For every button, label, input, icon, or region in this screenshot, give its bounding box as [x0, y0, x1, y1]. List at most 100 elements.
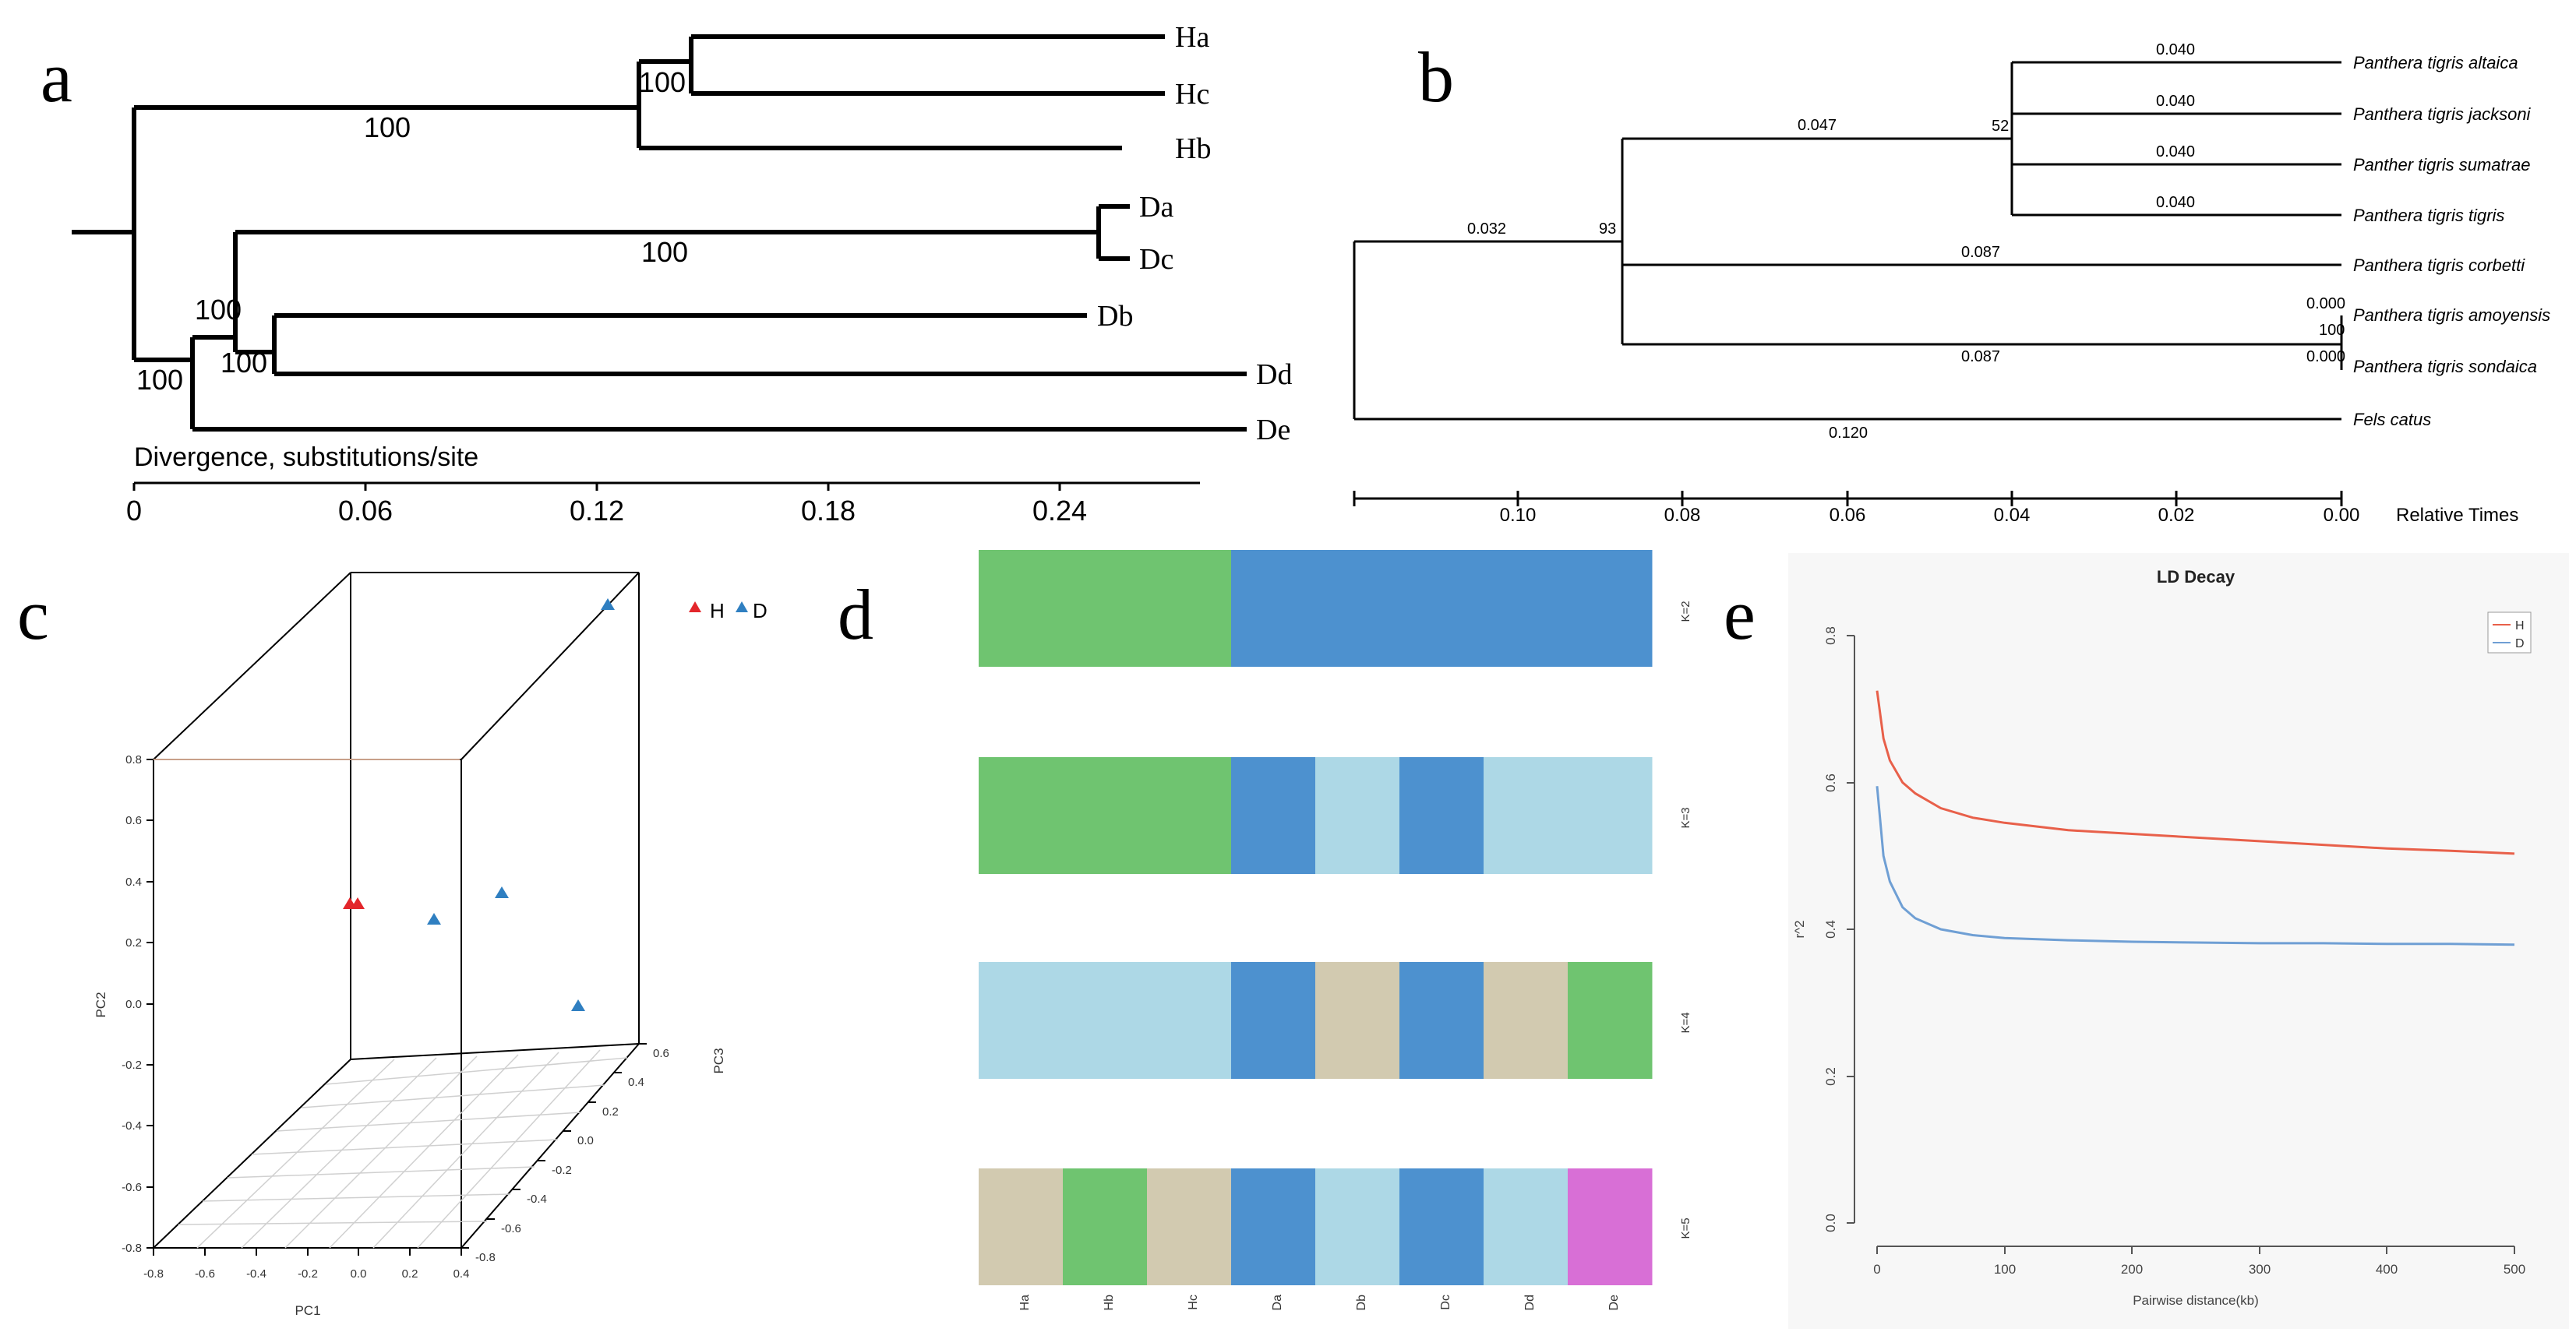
- k-label: K=2: [1679, 601, 1692, 622]
- ld-y-axis: [1847, 635, 1855, 1224]
- pca-y-label: PC2: [94, 992, 108, 1017]
- tick-label: 0.0: [351, 1267, 367, 1281]
- tick-label: 0.00: [2324, 505, 2360, 526]
- tick-label: -0.4: [246, 1267, 266, 1281]
- tick-label: 0.10: [1500, 505, 1537, 526]
- tick-label: 0.0: [577, 1134, 594, 1147]
- tip-label: Hc: [1175, 78, 1209, 111]
- admixture-segment: [1063, 962, 1148, 1079]
- admixture-bars: [979, 550, 1653, 1285]
- tree-b-branch-labels: 0.040 0.040 0.040 0.040 0.047 0.087 0.00…: [1467, 41, 2345, 442]
- admixture-segment: [1147, 962, 1232, 1079]
- tick-label: 0.4: [125, 876, 142, 889]
- ld-series-line-d: [1876, 786, 2515, 946]
- tick-label: -0.6: [195, 1267, 215, 1281]
- admixture-segment: [979, 757, 1064, 874]
- tick-label: 0.2: [602, 1105, 619, 1119]
- tip-label: Panthera tigris corbetti: [2353, 255, 2525, 275]
- tick-label: -0.8: [122, 1242, 142, 1255]
- tick-label: -0.2: [122, 1059, 142, 1072]
- tick-label: 0.0: [1823, 1214, 1838, 1232]
- ld-y-label: r^2: [1792, 920, 1807, 938]
- bootstrap-label: 100: [641, 236, 688, 268]
- tick-label: 200: [2121, 1262, 2143, 1277]
- pca-point-d: [601, 598, 615, 610]
- tick-label: 0.2: [125, 936, 142, 950]
- tip-label: Db: [1097, 300, 1133, 333]
- axis-a: 0 0.06 0.12 0.18 0.24: [126, 481, 1200, 527]
- axis-title-b: Relative Times: [2396, 505, 2518, 526]
- k-label: K=3: [1679, 807, 1692, 828]
- branch-label: 0.120: [1829, 425, 1868, 442]
- tick-label: 0.18: [801, 495, 856, 527]
- tip-label: Panthera tigris jacksoni: [2353, 104, 2532, 124]
- admixture-segment: [1147, 757, 1232, 874]
- axis-title-a: Divergence, substitutions/site: [134, 442, 478, 472]
- pca-legend: H D: [689, 599, 768, 622]
- sample-label: Db: [1355, 1295, 1368, 1311]
- ld-title: LD Decay: [2157, 567, 2235, 587]
- admixture-segment: [1231, 962, 1316, 1079]
- sample-label: Hc: [1187, 1295, 1200, 1310]
- bootstrap-label: 100: [195, 294, 242, 326]
- admixture-segment: [1484, 1168, 1569, 1285]
- panel-d: d K=2 K=3 K=4 K=5 Ha Hb Hc Da Db Dc Dd D…: [838, 550, 1692, 1310]
- pca-point-d: [427, 913, 441, 925]
- tree-a-bootstrap-labels: 100 100 100 100 100 100: [136, 66, 688, 396]
- admixture-segment: [1484, 757, 1569, 874]
- admixture-segment: [979, 1168, 1064, 1285]
- admixture-segment: [1399, 757, 1484, 874]
- tick-label: 0.02: [2158, 505, 2195, 526]
- pca-point-h: [351, 897, 365, 909]
- tree-a-branches: [72, 34, 1247, 432]
- tick-label: 0.08: [1664, 505, 1701, 526]
- pca-point-d: [571, 999, 585, 1011]
- tip-label: Ha: [1175, 21, 1209, 54]
- admixture-segment: [1231, 550, 1316, 667]
- ld-y-tick-labels: 0.0 0.2 0.4 0.6 0.8: [1823, 626, 1838, 1232]
- admixture-k-labels: K=2 K=3 K=4 K=5: [1679, 601, 1692, 1239]
- tick-label: -0.2: [298, 1267, 318, 1281]
- sample-label: De: [1607, 1295, 1621, 1311]
- pca-points: [343, 598, 615, 1011]
- sample-label: Hb: [1103, 1295, 1116, 1311]
- tick-label: 0.2: [1823, 1067, 1838, 1086]
- tick-label: 0.6: [1823, 773, 1838, 792]
- admixture-segment: [1147, 550, 1232, 667]
- tick-label: 0.8: [1823, 626, 1838, 645]
- ld-series-line-h: [1876, 690, 2515, 855]
- sample-label: Dd: [1523, 1295, 1537, 1310]
- branch-label: 0.087: [1961, 244, 2000, 261]
- admixture-segment: [1315, 962, 1400, 1079]
- branch-label: 0.040: [2156, 143, 2195, 160]
- tip-label: Panthera tigris amoyensis: [2353, 305, 2550, 325]
- tip-label: Panthera tigris tigris: [2353, 206, 2504, 225]
- branch-label: 0.047: [1798, 117, 1837, 134]
- branch-label: 0.000: [2306, 295, 2345, 312]
- tree-b-branches: [1353, 61, 2343, 421]
- tip-label: Da: [1139, 191, 1173, 224]
- admixture-segment: [1315, 550, 1400, 667]
- tick-label: 0.06: [1830, 505, 1866, 526]
- legend-marker-h: [689, 601, 701, 612]
- ld-x-axis: [1876, 1246, 2515, 1254]
- admixture-segment: [1063, 550, 1148, 667]
- tick-label: -0.4: [122, 1119, 142, 1133]
- admixture-segment: [1568, 757, 1653, 874]
- admixture-segment: [979, 550, 1064, 667]
- tick-label: 0.24: [1032, 495, 1087, 527]
- legend-marker-d: [736, 601, 748, 612]
- bootstrap-label: 100: [136, 364, 183, 396]
- panel-b: b Panthera tigris altaica Panthera tigri…: [1353, 37, 2550, 526]
- tip-label: Panthera tigris sondaica: [2353, 357, 2537, 376]
- k-label: K=5: [1679, 1217, 1692, 1239]
- admixture-segment: [1399, 1168, 1484, 1285]
- node-label: 52: [1992, 118, 2009, 135]
- tick-label: 500: [2504, 1262, 2525, 1277]
- branch-label: 0.040: [2156, 194, 2195, 211]
- ld-legend-label: D: [2515, 637, 2525, 650]
- panel-letter-e: e: [1724, 575, 1756, 654]
- tip-label: Panther tigris sumatrae: [2353, 155, 2530, 174]
- legend-label: H: [710, 599, 725, 622]
